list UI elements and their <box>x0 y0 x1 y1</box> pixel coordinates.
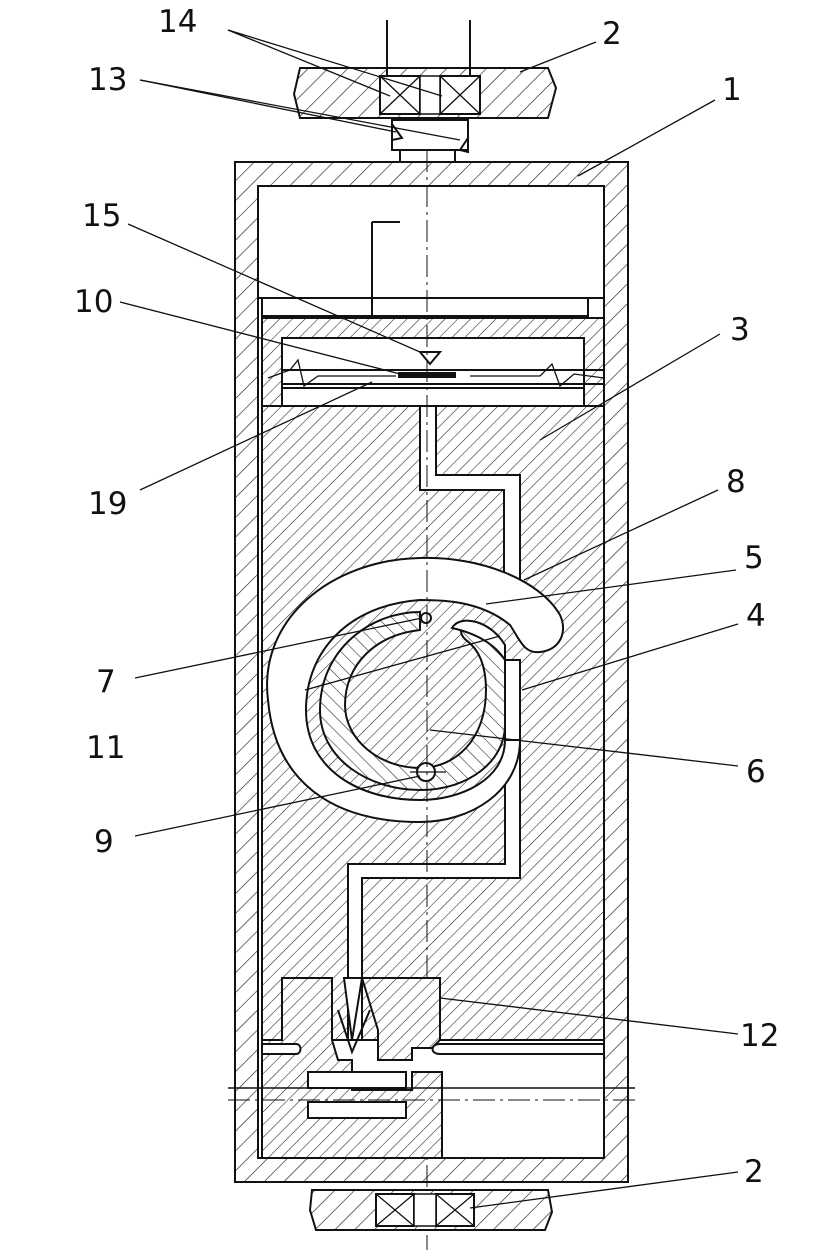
label-14: 14 <box>158 4 197 40</box>
upper-chamber <box>257 185 605 353</box>
label-6: 6 <box>746 754 766 790</box>
label-5: 5 <box>744 540 764 576</box>
nozzle-assembly <box>261 977 605 1159</box>
reference-labels: 14 2 13 1 15 10 3 19 8 5 4 7 11 6 9 12 2 <box>74 4 779 1190</box>
leader-lines <box>119 29 739 1209</box>
label-7: 7 <box>96 664 116 700</box>
label-3: 3 <box>730 312 750 348</box>
label-11: 11 <box>86 730 125 766</box>
spiral-chamber <box>266 556 565 824</box>
piston-block <box>261 317 605 407</box>
label-2-bottom: 2 <box>744 1154 764 1190</box>
top-bearing-plate <box>292 67 558 119</box>
bottom-bearing-plate <box>308 1189 554 1231</box>
label-9: 9 <box>94 824 114 860</box>
label-1: 1 <box>722 72 742 108</box>
bottom-axis <box>228 1087 635 1101</box>
label-10: 10 <box>74 284 113 320</box>
label-2-top: 2 <box>602 16 622 52</box>
label-15: 15 <box>82 198 121 234</box>
label-8: 8 <box>726 464 746 500</box>
label-19: 19 <box>88 486 127 522</box>
label-12: 12 <box>740 1018 779 1054</box>
label-4: 4 <box>746 598 766 634</box>
label-13: 13 <box>88 62 127 98</box>
